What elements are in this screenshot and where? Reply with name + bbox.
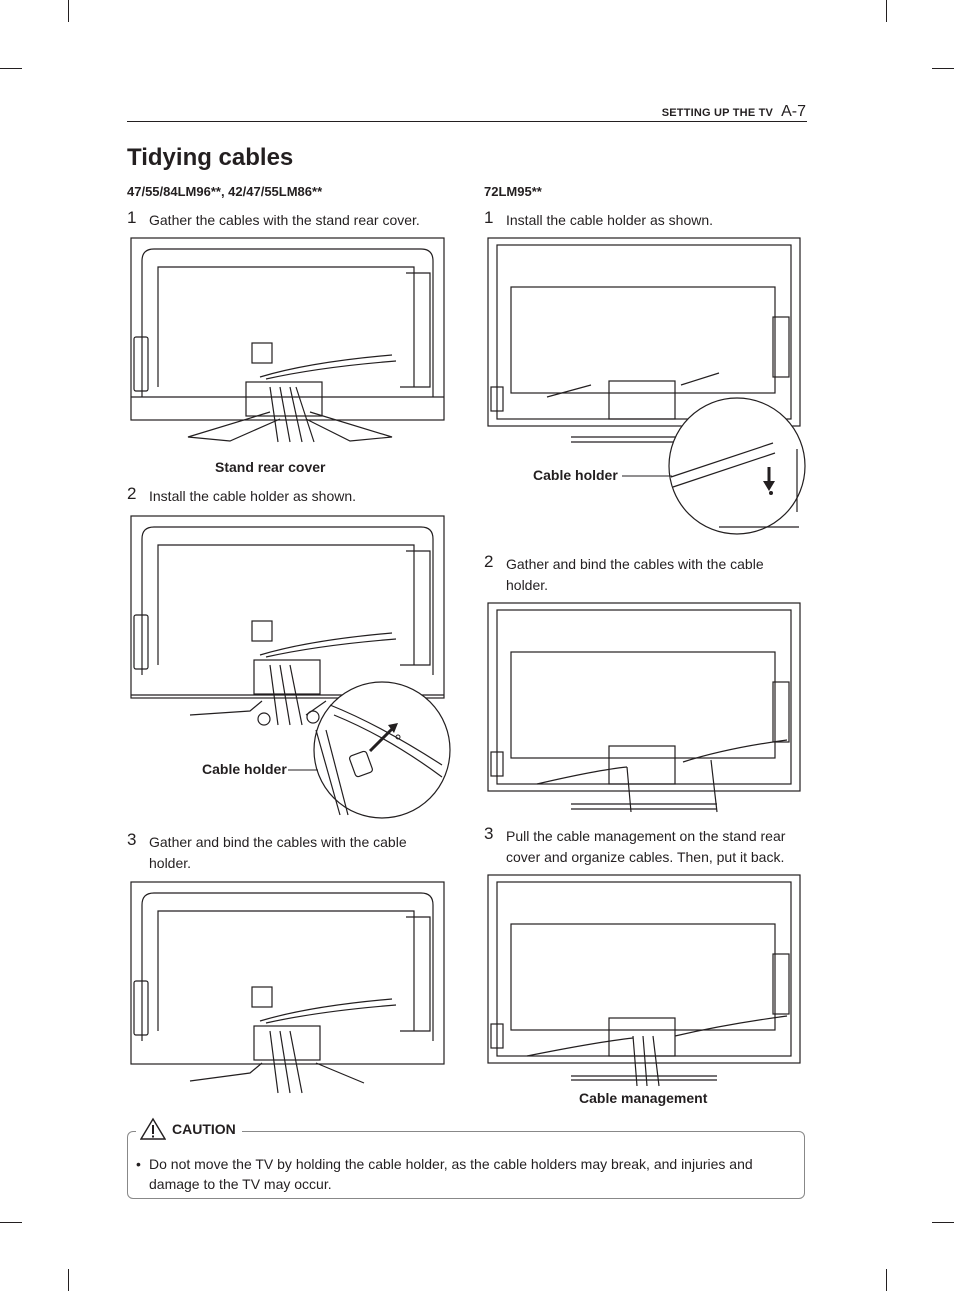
caution-box <box>127 1131 805 1199</box>
step-text-line-1: Pull the cable management on the stand r… <box>506 828 786 844</box>
caution-label: CAUTION <box>172 1121 236 1137</box>
tv-back-figure-left-2 <box>130 515 451 819</box>
caption-cable-holder-right: Cable holder <box>533 467 618 483</box>
caution-text: Do not move the TV by holding the cable … <box>149 1156 753 1192</box>
tv-back-figure-left-1 <box>130 237 445 443</box>
step-number: 2 <box>127 484 137 503</box>
model-heading-left: 47/55/84LM96**, 42/47/55LM86** <box>127 184 323 199</box>
tv-back-figure-left-3 <box>130 881 445 1094</box>
crop-mark <box>68 0 69 22</box>
caption-cable-holder-left: Cable holder <box>202 761 287 777</box>
caution-heading: CAUTION <box>136 1117 242 1141</box>
step-text-line-1: Gather and bind the cables with the cabl… <box>149 834 407 850</box>
leader-line <box>288 769 318 771</box>
page-number: A-7 <box>781 103 806 120</box>
step-number: 1 <box>127 208 137 227</box>
step-text-line-1: Gather and bind the cables with the cabl… <box>506 556 764 572</box>
crop-mark <box>0 1222 22 1223</box>
step-text-line-2: holder. <box>506 577 549 593</box>
tv-back-figure-right-2 <box>487 602 801 813</box>
caution-item: • Do not move the TV by holding the cabl… <box>136 1154 796 1194</box>
step-number: 3 <box>484 824 494 843</box>
section-name: SETTING UP THE TV <box>661 107 774 119</box>
page-title: Tidying cables <box>127 144 294 171</box>
step-number: 3 <box>127 830 137 849</box>
crop-mark <box>68 1269 69 1291</box>
model-heading-right: 72LM95** <box>484 184 542 199</box>
crop-mark <box>932 1222 954 1223</box>
caption-cable-management: Cable management <box>579 1090 708 1106</box>
crop-mark <box>886 1269 887 1291</box>
step-text-line-2: cover and organize cables. Then, put it … <box>506 849 785 865</box>
tv-back-figure-right-1 <box>487 237 806 535</box>
step-number: 2 <box>484 552 494 571</box>
warning-triangle-icon <box>140 1117 166 1140</box>
step-text-line-2: holder. <box>149 855 192 871</box>
step-text: Install the cable holder as shown. <box>506 212 714 228</box>
running-header: SETTING UP THE TV A-7 <box>662 103 806 121</box>
step-text: Install the cable holder as shown. <box>149 488 357 504</box>
crop-mark <box>886 0 887 22</box>
bullet-marker: • <box>136 1156 141 1172</box>
step-text: Gather the cables with the stand rear co… <box>149 212 420 228</box>
tv-back-figure-right-3 <box>487 874 801 1087</box>
leader-line <box>622 475 672 477</box>
crop-mark <box>932 68 954 69</box>
header-rule <box>127 121 807 122</box>
caption-stand-rear-cover: Stand rear cover <box>215 459 326 475</box>
crop-mark <box>0 68 22 69</box>
step-number: 1 <box>484 208 494 227</box>
